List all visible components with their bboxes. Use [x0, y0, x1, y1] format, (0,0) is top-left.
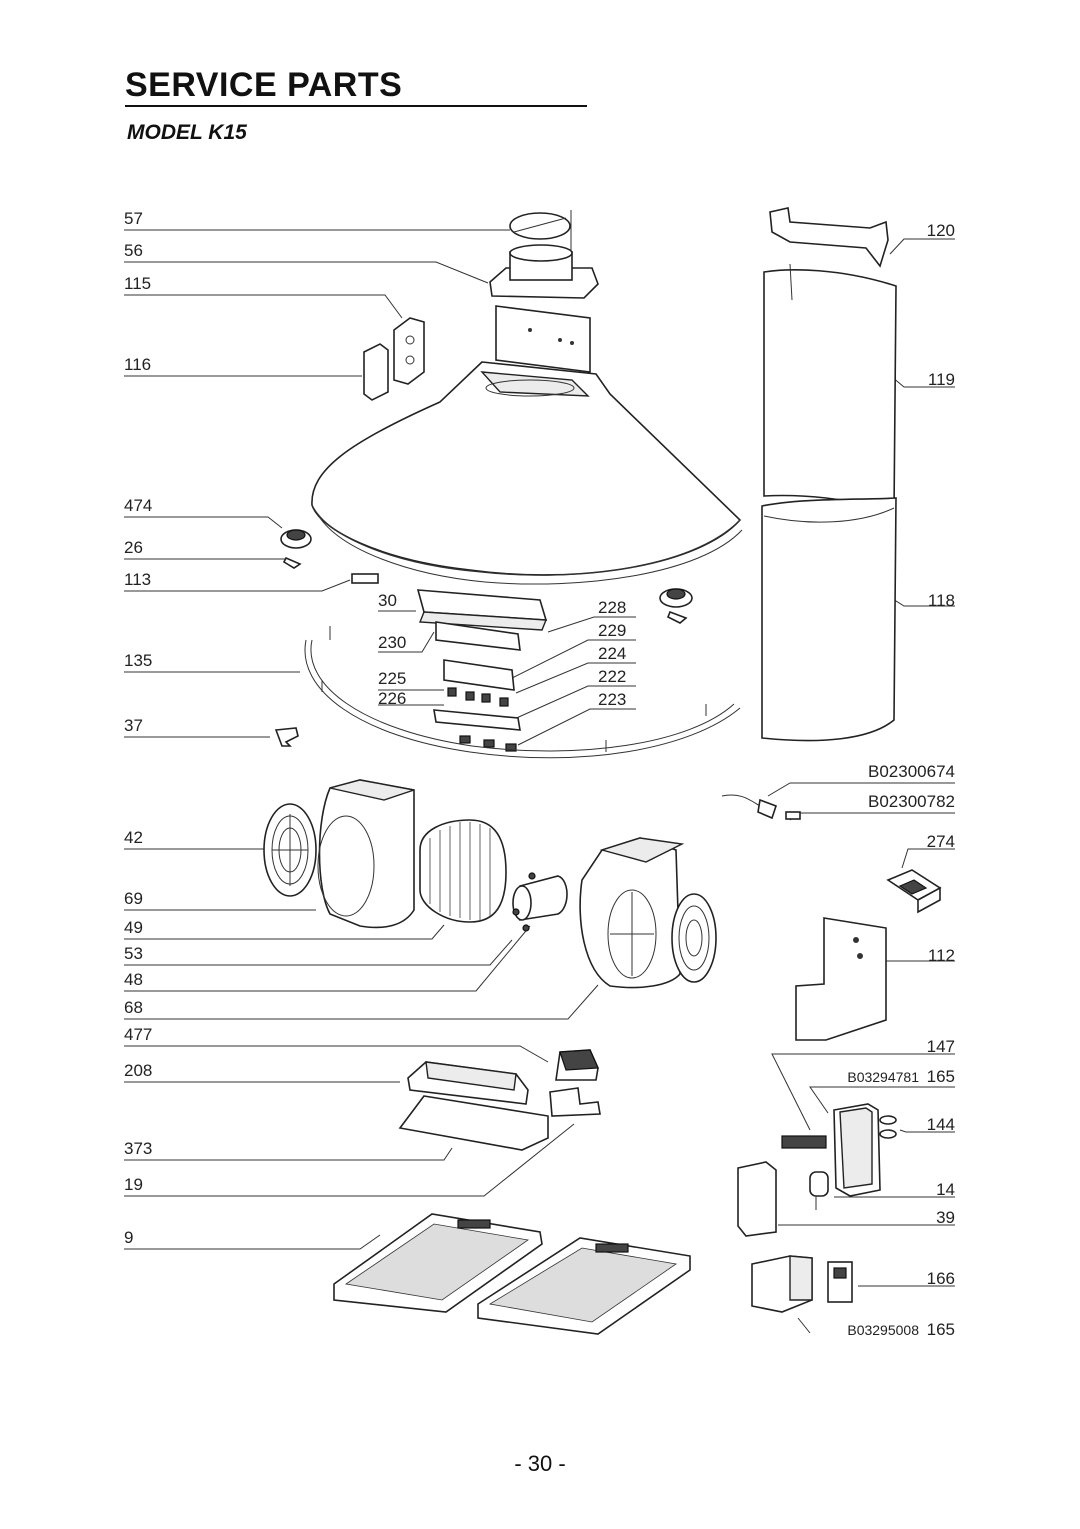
- grease-filter-left: [333, 1213, 543, 1313]
- chimney-mount-plate: [495, 305, 591, 373]
- upper-chimney: [763, 263, 897, 514]
- light-housing: [416, 589, 548, 631]
- label-56: 56: [124, 241, 143, 260]
- label-37: 37: [124, 716, 143, 735]
- logo-badge: [351, 573, 379, 584]
- support-bracket: [363, 343, 389, 401]
- label-144: 144: [927, 1115, 955, 1134]
- right-part-labels: 120 119 118 B02300674 B02300782 274 112 …: [847, 221, 955, 1339]
- label-226: 226: [378, 689, 406, 708]
- label-120: 120: [927, 221, 955, 240]
- blower-housing-left: [317, 779, 415, 929]
- left-part-labels: 57 56 115 116 474 26 113 135 37 42 69 49…: [124, 209, 152, 1247]
- label-166: 166: [927, 1269, 955, 1288]
- transformer: [407, 1061, 529, 1105]
- terminal-box: [833, 1103, 881, 1197]
- label-224: 224: [598, 644, 626, 663]
- label-26: 26: [124, 538, 143, 557]
- clip: [274, 727, 299, 747]
- right-leaders: [767, 238, 955, 1334]
- label-49: 49: [124, 918, 143, 937]
- transformer-plate: [398, 1095, 549, 1151]
- capacitor: [809, 1171, 829, 1210]
- hood-canopy: [311, 361, 743, 585]
- side-knob: [659, 588, 693, 624]
- label-b02300674: B02300674: [868, 762, 955, 781]
- label-228: 228: [598, 598, 626, 617]
- left-leaders: [124, 229, 599, 1250]
- label-30: 30: [378, 591, 397, 610]
- label-69: 69: [124, 889, 143, 908]
- label-274: 274: [927, 832, 955, 851]
- switch-panel: [435, 621, 521, 651]
- blower-wheel: [419, 819, 507, 923]
- label-116: 116: [124, 355, 151, 374]
- terminal-strip: [781, 1135, 827, 1149]
- label-b03294781: B03294781: [847, 1069, 919, 1085]
- label-119: 119: [928, 370, 955, 389]
- label-135: 135: [124, 651, 152, 670]
- title-underline: [125, 105, 587, 107]
- label-230: 230: [378, 633, 406, 652]
- lamp-sockets: [459, 735, 517, 752]
- fan-grille-left: [263, 803, 317, 897]
- label-112: 112: [928, 946, 955, 965]
- terminal-bracket: [549, 1087, 601, 1117]
- control-knob: [280, 529, 312, 549]
- chimney-top-cap: [769, 207, 889, 268]
- page-number: - 30 -: [514, 1451, 566, 1476]
- circuit-cover: [737, 1161, 777, 1237]
- page-title: SERVICE PARTS: [125, 66, 403, 104]
- label-b02300782: B02300782: [868, 792, 955, 811]
- label-225: 225: [378, 669, 406, 688]
- label-39: 39: [936, 1208, 955, 1227]
- label-48: 48: [124, 970, 143, 989]
- label-165-top: 165: [927, 1067, 955, 1086]
- label-113: 113: [124, 570, 151, 589]
- fan-motor: [512, 872, 568, 932]
- label-165-bottom: 165: [927, 1320, 955, 1339]
- label-57: 57: [124, 209, 143, 228]
- rocker-switch: [886, 869, 942, 914]
- cable-clamps: [879, 1115, 897, 1139]
- middle-leaders: [378, 610, 636, 746]
- label-19: 19: [124, 1175, 143, 1194]
- label-42: 42: [124, 828, 143, 847]
- label-147: 147: [927, 1037, 955, 1056]
- switch-set: [447, 687, 509, 707]
- label-b03295008: B03295008: [847, 1322, 919, 1338]
- model-name: MODEL K15: [127, 121, 247, 144]
- electrical-mount-plate: [795, 917, 887, 1041]
- label-229: 229: [598, 621, 626, 640]
- label-222: 222: [598, 667, 626, 686]
- label-477: 477: [124, 1025, 152, 1044]
- label-223: 223: [598, 690, 626, 709]
- control-strip: [443, 659, 515, 691]
- label-53: 53: [124, 944, 143, 963]
- power-cable-connector: [721, 794, 778, 820]
- lamp-cover: [433, 709, 521, 731]
- connector-block: [555, 1049, 599, 1081]
- label-373: 373: [124, 1139, 152, 1158]
- label-14: 14: [936, 1180, 955, 1199]
- label-474: 474: [124, 496, 152, 515]
- grease-filter-right: [477, 1237, 691, 1335]
- bottom-trim-ring: [304, 626, 741, 759]
- switch-box: [751, 1255, 853, 1313]
- blower-housing-right: [579, 837, 685, 989]
- outlet-collar: [489, 244, 599, 299]
- label-115: 115: [124, 274, 151, 293]
- label-9: 9: [124, 1228, 133, 1247]
- mounting-bracket: [393, 317, 425, 385]
- label-118: 118: [928, 591, 955, 610]
- knob-screw: [282, 556, 302, 569]
- fuse: [785, 811, 801, 820]
- fan-grille-right: [671, 893, 717, 983]
- label-68: 68: [124, 998, 143, 1017]
- label-208: 208: [124, 1061, 152, 1080]
- lower-chimney: [761, 497, 897, 742]
- middle-part-labels: 30 230 225 226 228 229 224 222 223: [378, 591, 626, 709]
